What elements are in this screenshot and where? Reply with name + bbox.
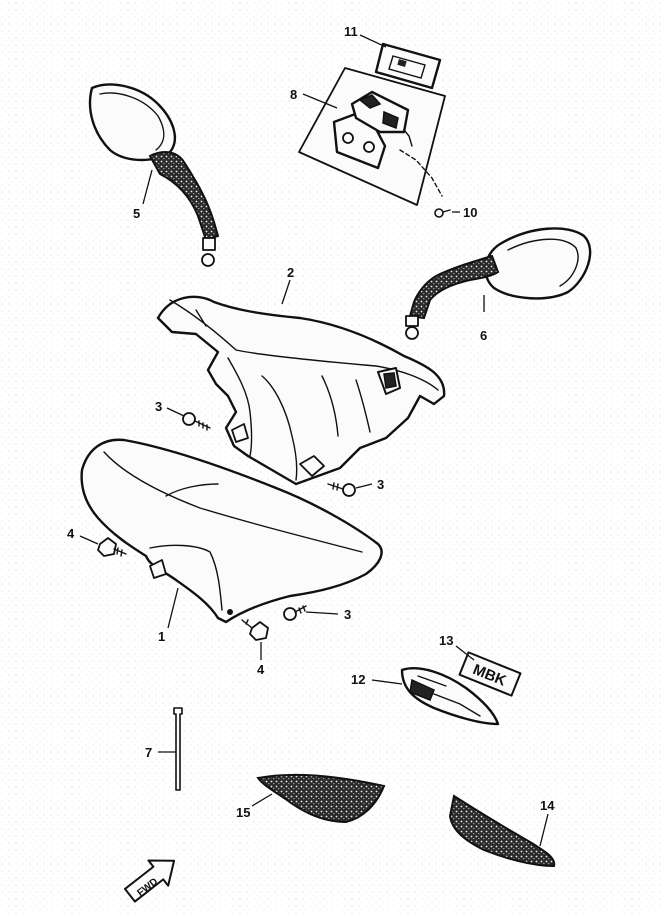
callout-6: 6 [480,328,487,343]
leader-line-1 [167,587,179,629]
part-11-label-plate [374,42,442,90]
leader-line-15 [251,793,273,807]
callout-7: 7 [145,745,152,760]
leader-line-5 [142,169,153,205]
callout-3-right: 3 [377,477,384,492]
callout-5: 5 [133,206,140,221]
callout-3-lower: 3 [344,607,351,622]
part-5-left-mirror [88,83,220,267]
leader-line-13 [455,645,475,661]
part-10-screw [434,208,451,218]
part-3-screw-upper [182,412,211,431]
callout-4-left: 4 [67,526,75,541]
callout-12: 12 [351,672,365,687]
part-2-rear-handle-cover [156,295,446,486]
callout-15: 15 [236,805,250,820]
leader-line-3-lower [305,611,339,615]
leader-line-14 [539,813,549,847]
leader-line-12 [371,679,403,685]
leader-line-3-upper [166,407,185,417]
leader-line-8 [302,93,338,109]
part-4-bolt-left [97,537,127,557]
leader-line-11 [359,34,387,48]
part-12-side-badge [400,667,500,726]
part-8-switch-assembly [298,67,446,206]
leader-line-2 [281,279,291,305]
part-7-rod [173,707,183,791]
part-15-stripe-decal [256,773,386,824]
callout-10: 10 [463,205,477,220]
part-3-screw-lower [283,605,307,621]
callout-11: 11 [344,24,358,39]
callout-1: 1 [158,629,165,644]
part-6-right-mirror [405,227,592,340]
callout-4-lower: 4 [257,662,265,677]
leader-line-4-left [79,535,99,545]
callout-3-upper: 3 [155,399,162,414]
callout-2: 2 [287,265,294,280]
callout-13: 13 [439,633,453,648]
part-3-screw-right [327,482,356,497]
leader-line-3-right [355,483,373,489]
part-4-bolt-lower [241,619,269,641]
callout-8: 8 [290,87,297,102]
part-14-stripe-decal [448,794,556,868]
part-1-front-handle-cover [80,438,383,624]
fwd-arrow-icon [124,859,176,903]
callout-14: 14 [540,798,555,813]
